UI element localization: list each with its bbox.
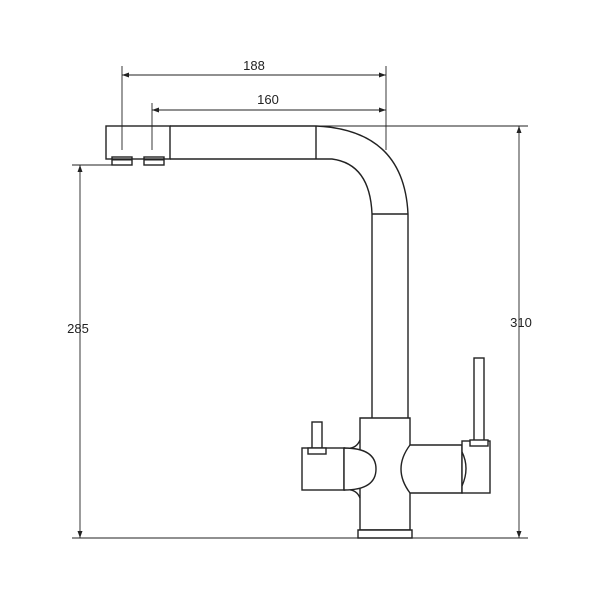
- arrow-310-bottom: [516, 531, 522, 538]
- arrow-188-left: [122, 72, 129, 78]
- right-lever-stem: [473, 357, 485, 443]
- left-connector-bottom: [343, 488, 361, 499]
- base-plate: [357, 529, 413, 539]
- spout-inner-contour: [170, 158, 373, 418]
- dimension-label-160: 160: [257, 92, 279, 107]
- dimension-188: 188: [121, 58, 387, 150]
- dimension-label-285: 285: [67, 321, 89, 336]
- arrow-160-right: [379, 107, 386, 113]
- left-hub: [343, 447, 377, 491]
- arrow-160-left: [152, 107, 159, 113]
- dimension-310: 310: [316, 125, 532, 539]
- left-connector-top: [343, 439, 361, 450]
- right-cap-contour: [461, 451, 467, 487]
- right-hub: [400, 444, 463, 494]
- arrow-285-bottom: [77, 531, 83, 538]
- arrow-310-top: [516, 126, 522, 133]
- arrow-285-top: [77, 165, 83, 172]
- nozzle-right: [143, 156, 165, 166]
- arrow-188-right: [379, 72, 386, 78]
- dimension-160: 160: [151, 92, 386, 150]
- faucet-outline: [105, 125, 491, 539]
- dimension-285: 285: [67, 164, 360, 539]
- spout-outlet-head: [105, 125, 171, 160]
- left-lever-collar: [307, 447, 327, 455]
- nozzle-left: [111, 156, 133, 166]
- right-lever-collar: [469, 439, 489, 447]
- dimension-label-188: 188: [243, 58, 265, 73]
- left-handle-cap: [301, 447, 345, 491]
- left-lever-stem: [311, 421, 323, 449]
- dimension-label-310: 310: [510, 315, 532, 330]
- spout-outer-contour: [170, 125, 409, 418]
